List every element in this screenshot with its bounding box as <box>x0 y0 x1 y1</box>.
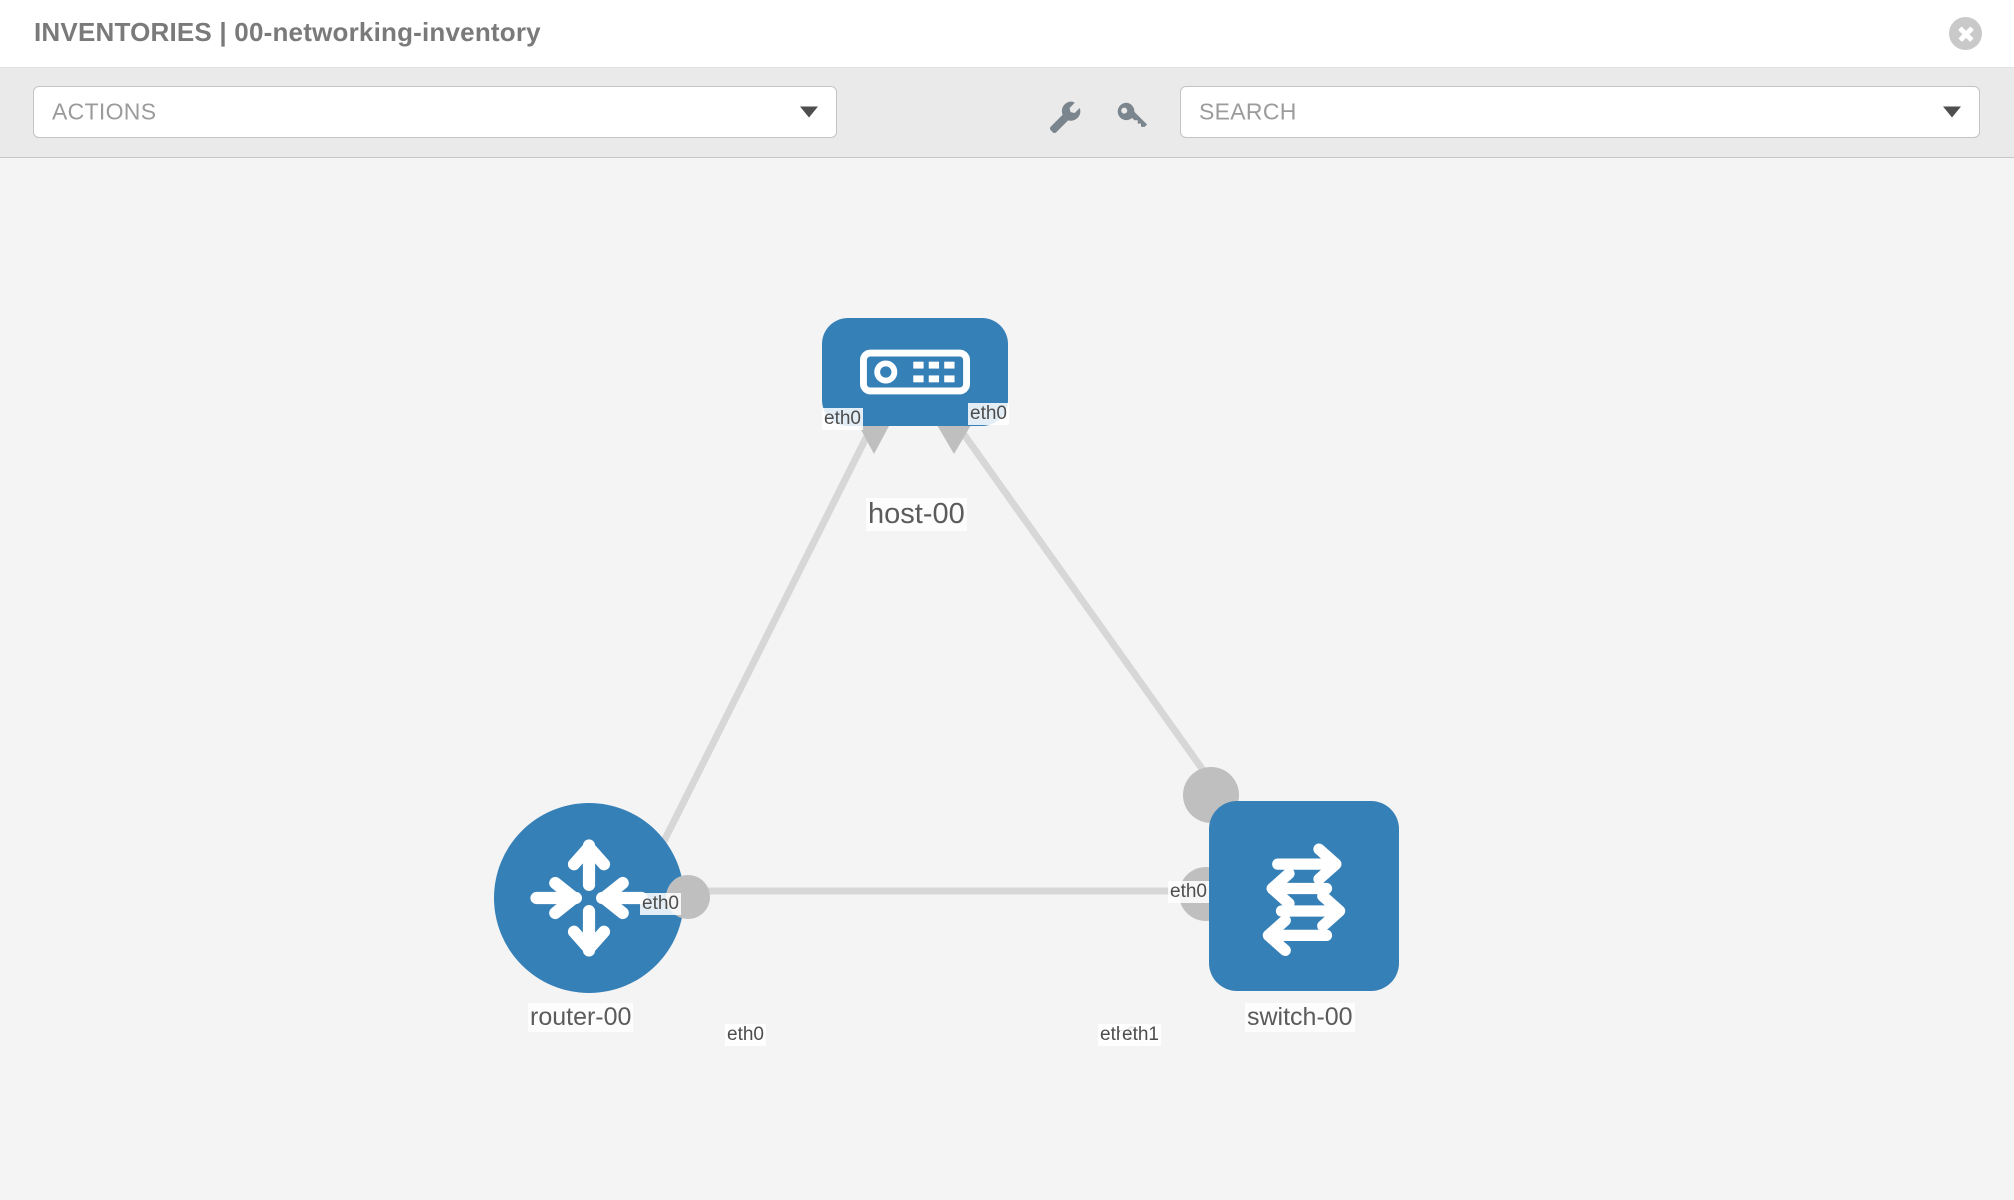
close-icon[interactable] <box>1949 17 1982 50</box>
router-arrows-icon <box>530 839 648 957</box>
toolbar: ACTIONS SEARCH <box>0 68 2014 158</box>
key-icon[interactable] <box>1113 98 1151 136</box>
server-device-icon <box>860 349 970 395</box>
page-title: INVENTORIES | 00-networking-inventory <box>34 17 541 47</box>
router-node-label: router-00 <box>528 1003 634 1032</box>
page-header: INVENTORIES | 00-networking-inventory <box>0 0 2014 68</box>
actions-dropdown[interactable]: ACTIONS <box>33 86 837 138</box>
topology-edges <box>644 413 1233 895</box>
iface-label-host-left: eth0 <box>822 408 863 430</box>
iface-label-router-right: eth0 <box>725 1024 766 1046</box>
iface-label-router-up: eth0 <box>640 893 681 915</box>
topology-canvas[interactable]: host-00 eth0 eth0 <box>0 158 2014 1200</box>
iface-label-switch-left-b: eth1 <box>1120 1024 1161 1046</box>
host-node-label: host-00 <box>866 498 967 531</box>
router-node-shape[interactable] <box>494 803 684 993</box>
switch-node-shape[interactable] <box>1209 801 1399 991</box>
wrench-icon[interactable] <box>1046 98 1084 136</box>
iface-label-switch-up: eth0 <box>1168 881 1209 903</box>
switch-arrows-icon <box>1262 843 1346 956</box>
switch-node-label: switch-00 <box>1245 1003 1355 1032</box>
chevron-down-icon <box>1943 106 1961 118</box>
search-input[interactable]: SEARCH <box>1180 86 1980 138</box>
search-input-placeholder: SEARCH <box>1199 98 1297 125</box>
iface-label-host-right: eth0 <box>968 403 1009 425</box>
actions-dropdown-label: ACTIONS <box>52 98 157 125</box>
chevron-down-icon <box>800 106 818 118</box>
